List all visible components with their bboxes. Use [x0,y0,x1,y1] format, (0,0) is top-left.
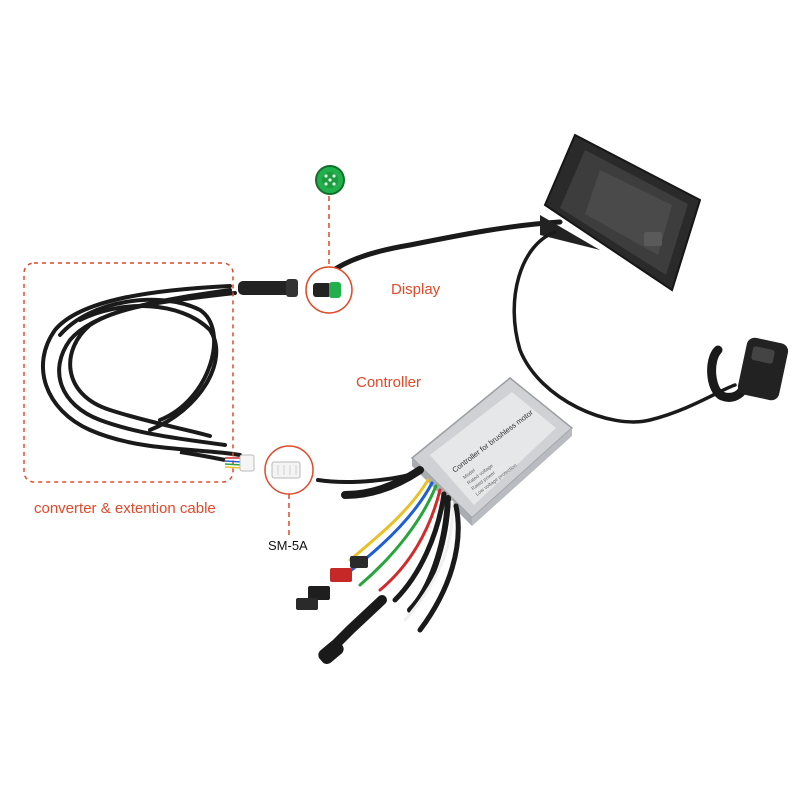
display-unit [540,133,702,292]
handlebar-button [707,337,789,402]
wire-connectors [296,556,387,665]
converter-label: converter & extention cable [34,500,216,517]
display-connector [305,266,353,314]
button-cable [512,230,737,424]
extension-cable-plug [238,279,298,297]
converter-cable-end [179,450,255,472]
controller-wires [316,466,461,633]
green-connector-inset [315,165,345,195]
controller-label: Controller [356,374,422,391]
display-label: Display [391,281,441,298]
sm5a-connector [264,445,314,495]
converter-highlight-box [23,262,234,483]
sm5a-label: SM-5A [268,538,308,553]
controller-box: Controller for brushless motor Model Rat… [410,377,574,526]
extension-cable-coil [40,284,242,457]
display-cable [319,219,563,283]
